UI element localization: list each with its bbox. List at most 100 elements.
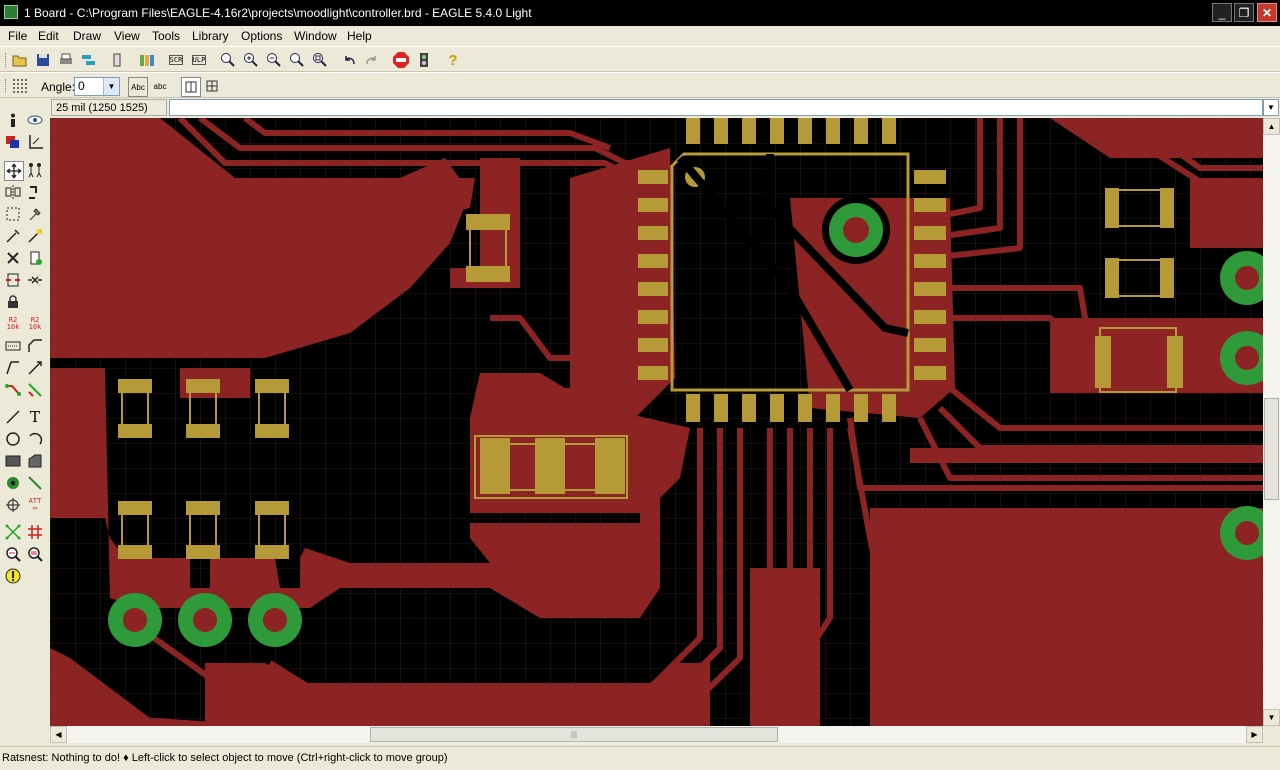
menu-edit[interactable]: Edit (38, 29, 59, 43)
wire-icon[interactable] (4, 408, 22, 426)
info-icon[interactable] (4, 111, 22, 129)
paste-icon[interactable] (4, 227, 22, 245)
hole-icon[interactable] (4, 496, 22, 514)
split-icon[interactable] (4, 359, 22, 377)
menu-file[interactable]: File (8, 29, 28, 43)
zoom-redraw-icon[interactable] (288, 51, 306, 69)
ulp-icon[interactable]: ULP (191, 55, 207, 65)
command-history-dropdown[interactable]: ▼ (1263, 99, 1279, 116)
via-pads[interactable] (108, 196, 1263, 647)
close-button[interactable]: ✕ (1257, 3, 1277, 22)
scroll-right-icon[interactable]: ▶ (1246, 726, 1263, 743)
save-icon[interactable] (34, 51, 52, 69)
vertical-scroll-thumb[interactable] (1264, 398, 1279, 500)
zoom-area-icon[interactable] (311, 51, 329, 69)
mirror-icon[interactable] (4, 183, 22, 201)
scroll-down-icon[interactable]: ▼ (1263, 709, 1280, 726)
attribute-icon[interactable]: ATT▭ (28, 497, 42, 512)
minimize-button[interactable]: _ (1212, 3, 1232, 22)
replace-icon[interactable] (4, 271, 22, 289)
layout-single-icon[interactable] (181, 77, 201, 97)
ratsnest-icon[interactable] (4, 523, 22, 541)
auto-icon[interactable] (26, 523, 44, 541)
library-icon[interactable] (138, 51, 156, 69)
optimize-icon[interactable] (26, 359, 44, 377)
layout-split-icon[interactable] (203, 77, 221, 95)
pcb-layout[interactable] (50, 118, 1263, 726)
delete-icon[interactable] (26, 227, 44, 245)
board-canvas[interactable] (50, 118, 1263, 726)
show-icon[interactable] (26, 111, 44, 129)
grid-icon[interactable] (11, 77, 29, 95)
toolbar-grip[interactable] (5, 53, 9, 67)
mirror-text-icon[interactable]: Abc (128, 77, 148, 97)
menu-help[interactable]: Help (347, 29, 372, 43)
menu-view[interactable]: View (114, 29, 140, 43)
command-input[interactable] (169, 99, 1263, 116)
window-title: 1 Board - C:\Program Files\EAGLE-4.16r2\… (24, 6, 532, 20)
menu-bar: File Edit Draw View Tools Library Option… (0, 26, 1280, 46)
group-icon[interactable] (4, 205, 22, 223)
menu-options[interactable]: Options (241, 29, 283, 43)
redo-icon[interactable] (363, 51, 381, 69)
zoom-fit-icon[interactable] (219, 51, 237, 69)
scroll-up-icon[interactable]: ▲ (1263, 118, 1280, 135)
menu-draw[interactable]: Draw (73, 29, 102, 43)
board-icon[interactable] (108, 51, 126, 69)
maximize-button[interactable]: ❐ (1234, 3, 1254, 22)
command-bar: 25 mil (1250 1525) ▼ (0, 98, 1280, 118)
display-layers-icon[interactable] (4, 133, 22, 151)
text-icon[interactable]: T (29, 408, 40, 426)
signal-icon[interactable] (26, 474, 44, 492)
zoom-in-icon[interactable] (242, 51, 260, 69)
undo-icon[interactable] (340, 51, 358, 69)
spin-text-icon[interactable]: abc (153, 81, 167, 91)
scroll-left-icon[interactable]: ◀ (50, 726, 67, 743)
horizontal-scroll-thumb[interactable]: ||| (370, 727, 778, 742)
chevron-down-icon[interactable]: ▼ (103, 78, 119, 95)
menu-library[interactable]: Library (192, 29, 229, 43)
split-arrow-icon[interactable] (26, 271, 44, 289)
ripup-icon[interactable] (26, 381, 44, 399)
cam-icon[interactable] (80, 51, 98, 69)
arc-icon[interactable] (26, 430, 44, 448)
miter-icon[interactable] (26, 337, 44, 355)
add-icon[interactable] (26, 249, 44, 267)
script-icon[interactable]: SCR (168, 55, 184, 65)
toolbar-grip[interactable] (5, 79, 9, 93)
go-icon[interactable] (415, 51, 433, 69)
menu-window[interactable]: Window (294, 29, 337, 43)
mark-icon[interactable] (26, 133, 44, 151)
errors-icon[interactable] (4, 567, 22, 585)
copy-icon[interactable] (26, 161, 44, 179)
main-toolbar: SCR ULP ? (0, 46, 1280, 72)
stop-icon[interactable] (392, 51, 410, 69)
move-icon[interactable] (4, 161, 24, 181)
polygon-icon[interactable] (26, 452, 44, 470)
rect-icon[interactable] (4, 452, 22, 470)
ripup-x-icon[interactable] (4, 249, 22, 267)
menu-tools[interactable]: Tools (152, 29, 181, 43)
scroll-corner (1263, 726, 1280, 743)
zoom-out-icon[interactable] (265, 51, 283, 69)
angle-select[interactable]: 0 ▼ (74, 77, 120, 96)
help-icon[interactable]: ? (448, 51, 458, 69)
route-icon[interactable] (4, 381, 22, 399)
print-icon[interactable] (57, 51, 75, 69)
rotate-icon[interactable] (26, 183, 44, 201)
angle-label: Angle: (41, 80, 76, 94)
change-icon[interactable] (26, 205, 44, 223)
open-icon[interactable] (11, 51, 29, 69)
eagle-app-icon[interactable] (4, 5, 18, 19)
ic-qfp-footprint[interactable] (638, 118, 946, 422)
erc-icon[interactable] (4, 545, 22, 563)
drc-icon[interactable] (26, 545, 44, 563)
lock-icon[interactable] (4, 293, 22, 311)
vertical-scrollbar[interactable]: ▲ ▼ (1263, 118, 1280, 726)
via-icon[interactable] (4, 474, 22, 492)
horizontal-scrollbar[interactable]: ◀ ||| ▶ (50, 726, 1263, 743)
circle-icon[interactable] (4, 430, 22, 448)
smash-icon[interactable] (4, 337, 22, 355)
